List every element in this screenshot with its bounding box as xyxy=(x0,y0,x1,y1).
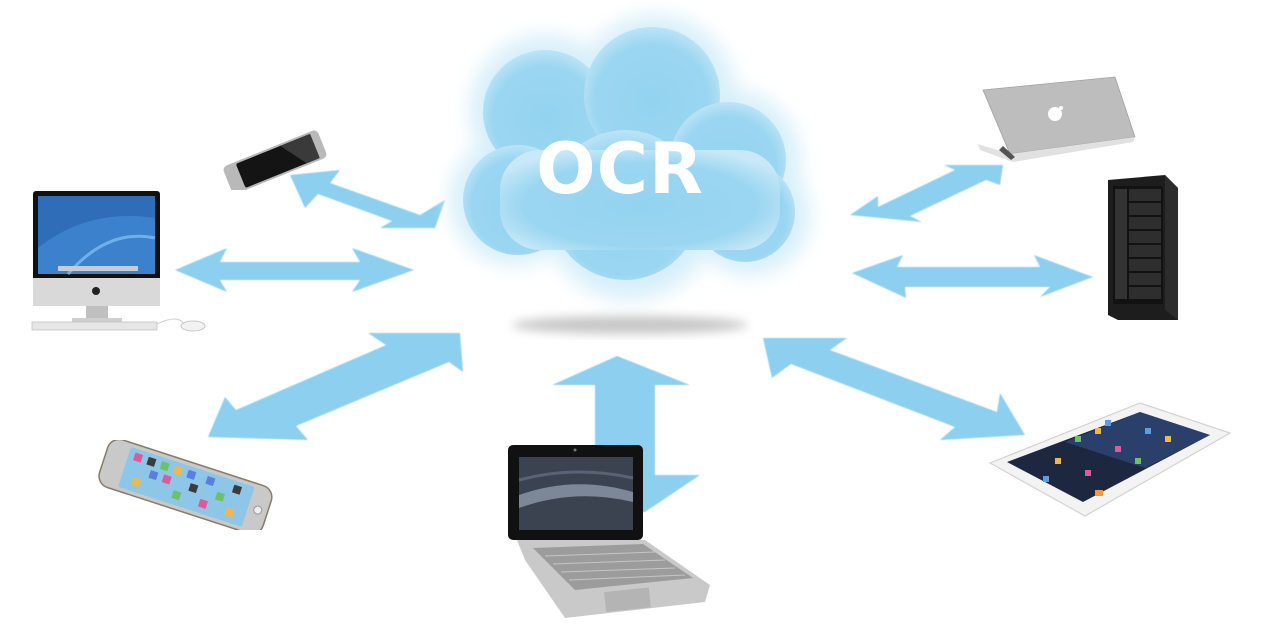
arrow-to-macbook xyxy=(850,165,1003,222)
laptop-icon xyxy=(508,445,710,618)
arrow-to-iphone xyxy=(208,333,463,440)
macbook-device xyxy=(978,76,1136,162)
arrow-to-netbook xyxy=(552,356,700,512)
netbook-device xyxy=(508,445,710,618)
arrow-to-server xyxy=(852,255,1093,298)
arrow-to-slim-phone xyxy=(290,170,445,228)
ocr-cloud: OCR xyxy=(430,0,830,340)
desktop-computer-icon xyxy=(31,191,206,332)
laptop-icon xyxy=(978,76,1136,162)
imac-device xyxy=(31,191,206,332)
arrow-to-imac xyxy=(175,248,414,292)
cloud-icon xyxy=(450,15,810,334)
arrow-to-ipad xyxy=(763,338,1025,440)
server-tower-icon xyxy=(1108,175,1178,320)
server-device xyxy=(1108,175,1178,320)
smartphone-icon xyxy=(98,440,273,530)
ipad-device xyxy=(988,402,1232,517)
iphone-device xyxy=(98,440,273,530)
tablet-icon xyxy=(988,402,1232,517)
slim-phone-device xyxy=(223,130,327,190)
smartphone-icon xyxy=(223,130,327,190)
ocr-label: OCR xyxy=(536,128,704,210)
